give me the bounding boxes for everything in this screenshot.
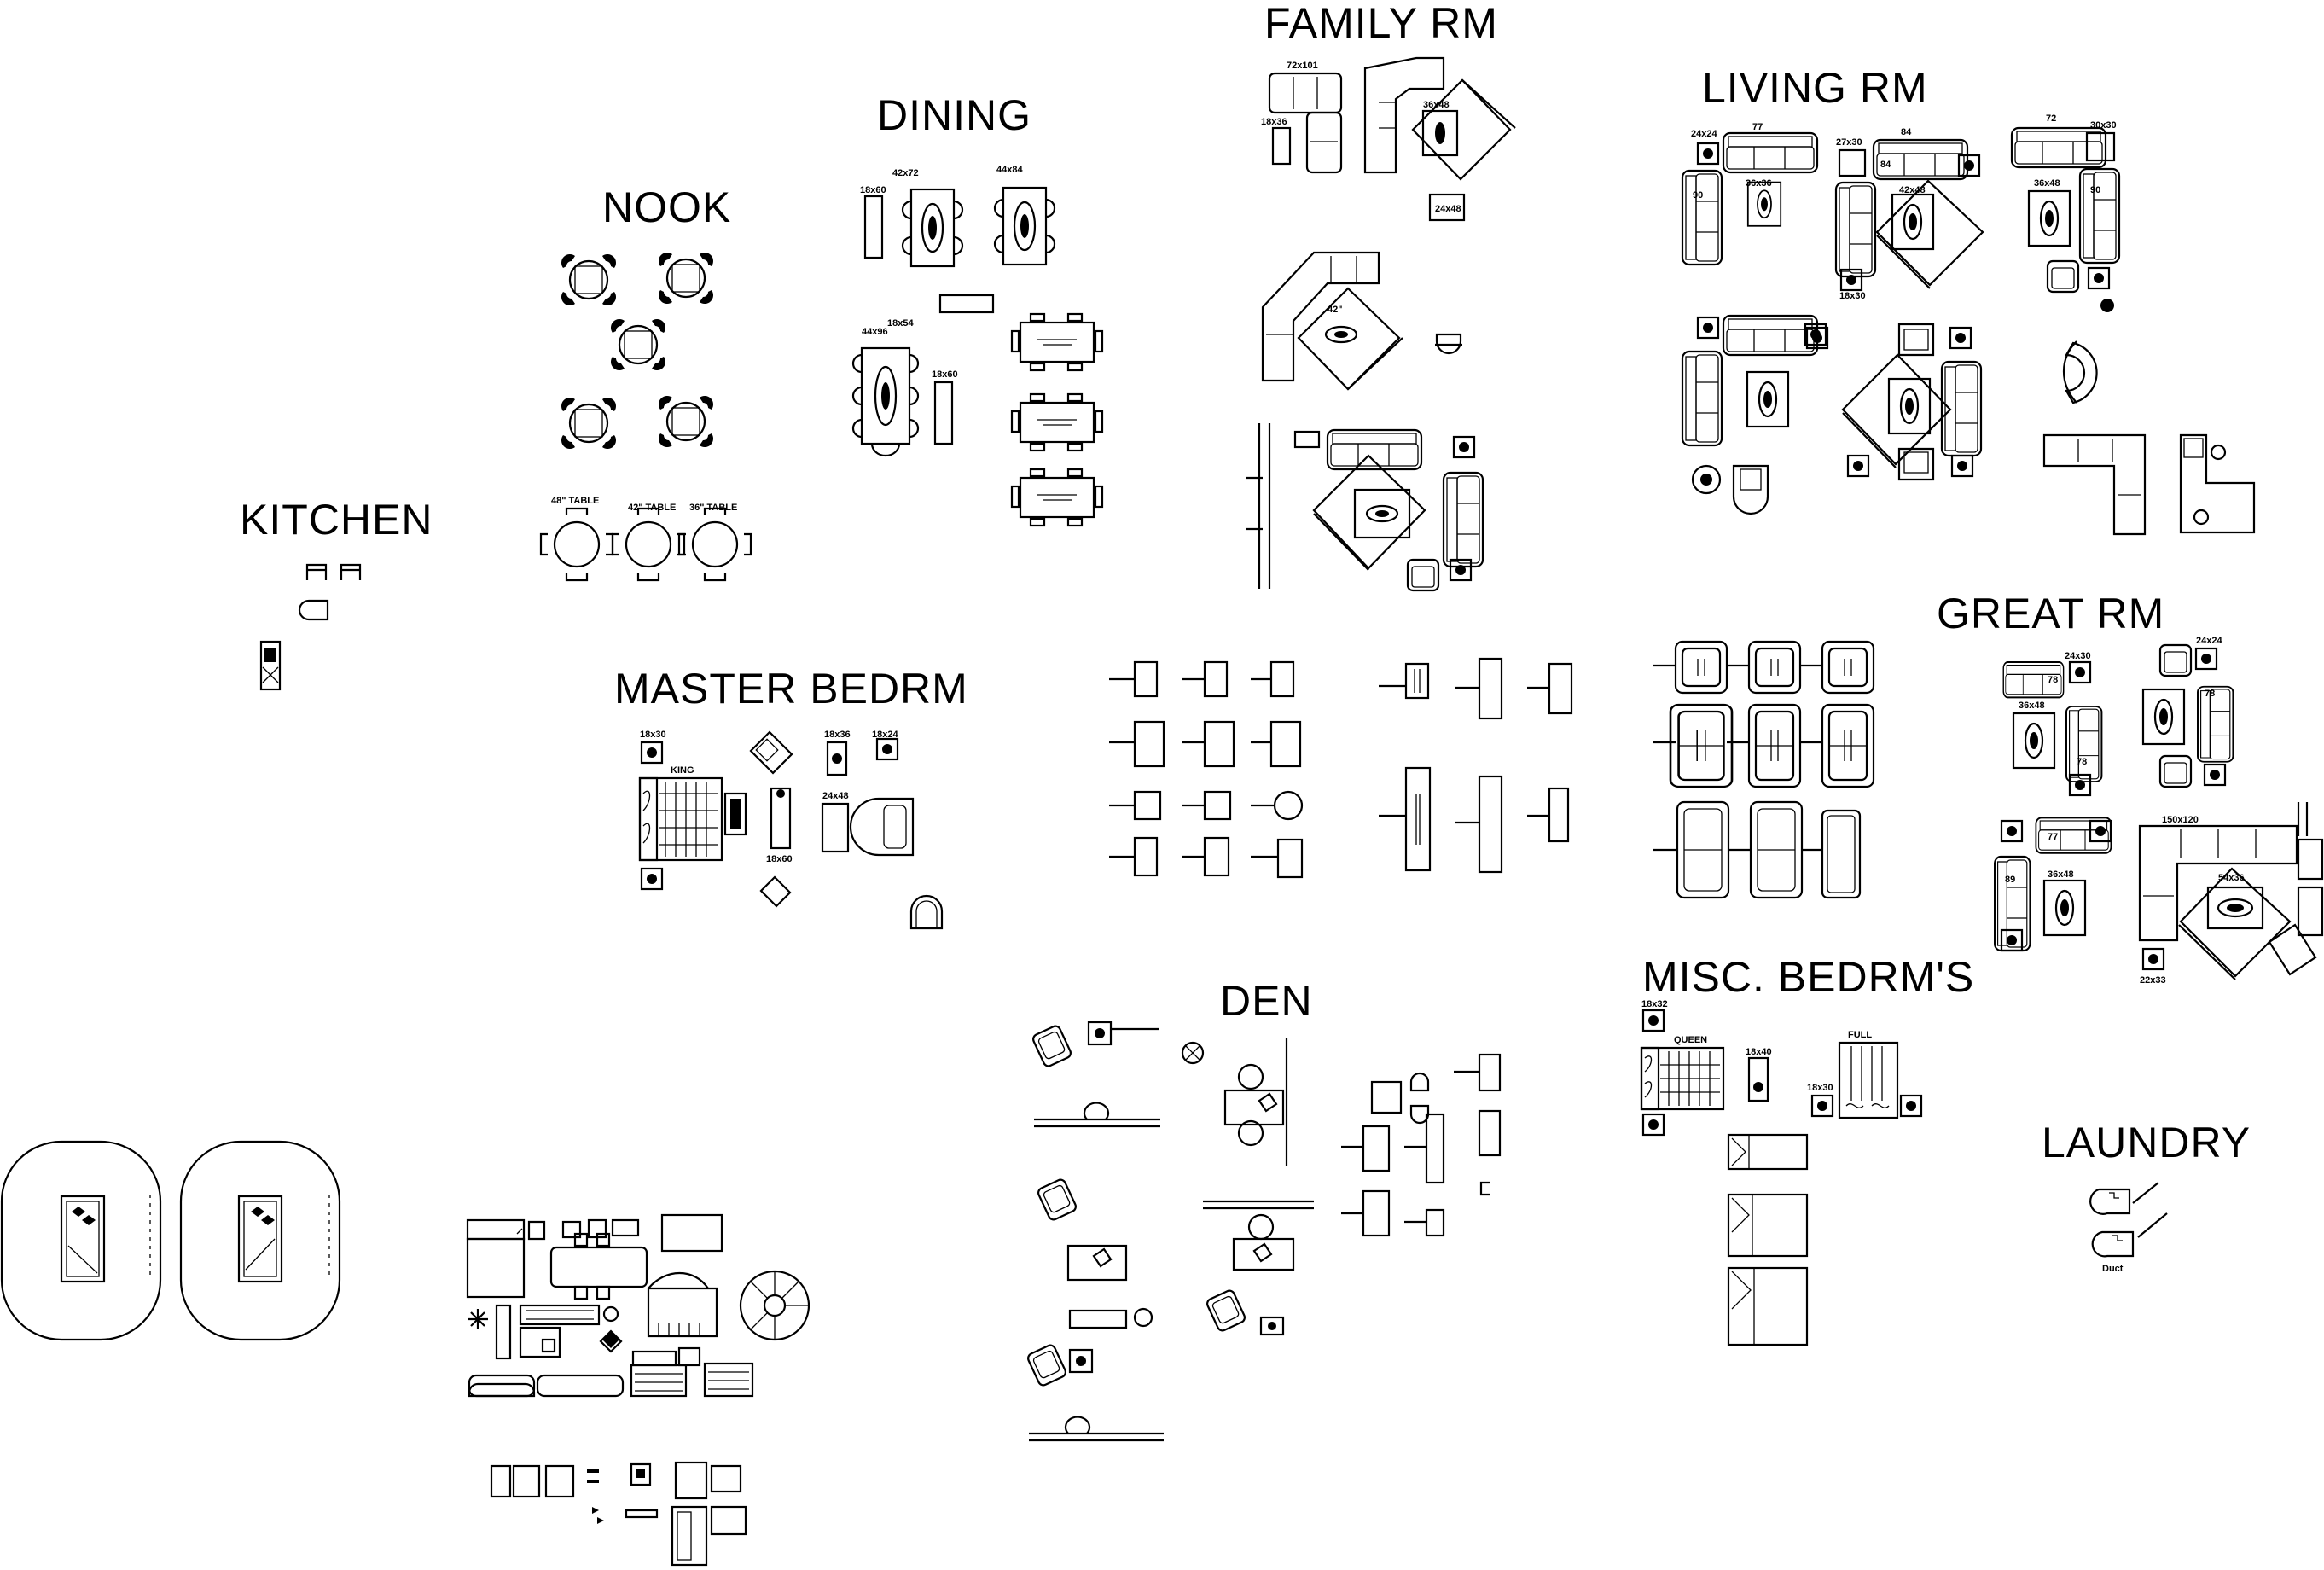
pool-table-blocks [0, 1140, 341, 1341]
den-blocks [1025, 1020, 1502, 1442]
label-36x48: 36x48 [1423, 100, 1450, 110]
label-18x40: 18x40 [1746, 1047, 1772, 1057]
dining-room-blocks: 18x60 42x72 44x84 18x54 44x96 18x60 [851, 165, 1104, 527]
label-18x60b: 18x60 [932, 369, 958, 380]
label-42x72: 42x72 [892, 168, 919, 178]
heading-kitchen: KITCHEN [240, 496, 433, 544]
master-bedroom-blocks: 18x30 KING 18x36 18x24 18x60 24x48 [638, 730, 944, 930]
misc-bedroom-blocks: 18x32 QUEEN 18x40 FULL 18x30 [1640, 999, 1923, 1346]
label-18x30: 18x30 [1839, 291, 1866, 301]
label-36x48a: 36x48 [2019, 701, 2045, 711]
heading-living-rm: LIVING RM [1702, 64, 1928, 112]
center-cabinet-blocks [1109, 640, 1875, 899]
label-90b: 90 [2090, 185, 2100, 195]
label-72: 72 [2046, 113, 2056, 124]
heading-laundry: LAUNDRY [2042, 1119, 2251, 1166]
label-queen: QUEEN [1674, 1035, 1707, 1045]
label-22x33: 22x33 [2140, 975, 2166, 986]
heading-dining: DINING [877, 91, 1031, 139]
label-72x101: 72x101 [1287, 61, 1318, 71]
label-24x48: 24x48 [822, 791, 849, 801]
label-27x30: 27x30 [1836, 137, 1862, 148]
heading-master-bedrm: MASTER BEDRM [614, 665, 968, 712]
label-36x48b: 36x48 [2048, 869, 2074, 880]
heading-family-rm: FAMILY RM [1264, 0, 1498, 47]
label-78b: 78 [2077, 757, 2087, 767]
label-18x24: 18x24 [872, 730, 898, 740]
label-84b: 84 [1880, 160, 1891, 170]
label-78c: 78 [2205, 689, 2215, 699]
label-44x96: 44x96 [862, 327, 888, 337]
label-18x36: 18x36 [1261, 117, 1287, 127]
label-24x24: 24x24 [2196, 636, 2222, 646]
label-78a: 78 [2048, 675, 2058, 685]
label-18x60: 18x60 [860, 185, 886, 195]
label-150x120: 150x120 [2162, 815, 2199, 825]
label-18x54: 18x54 [887, 318, 914, 329]
misc-symbol-blocks [466, 1213, 810, 1567]
label-36x48: 36x48 [2034, 178, 2060, 189]
label-84: 84 [1901, 127, 1912, 137]
living-room-blocks: 24x24 77 90 36x36 27x30 84 84 42x48 18x3… [1681, 113, 2256, 536]
label-42x48: 42x48 [1899, 185, 1926, 195]
heading-den: DEN [1220, 977, 1313, 1025]
heading-great-rm: GREAT RM [1937, 590, 2164, 637]
label-king: KING [671, 765, 694, 776]
label-24x24: 24x24 [1691, 129, 1717, 139]
heading-misc-bedrms: MISC. BEDRM'S [1642, 953, 1974, 1001]
laundry-blocks: Duct [2089, 1182, 2168, 1274]
nook-blocks: 48" TABLE 42" TABLE 36" TABLE [539, 251, 752, 582]
label-44x84: 44x84 [996, 165, 1023, 175]
kitchen-blocks [259, 563, 362, 691]
label-24x30: 24x30 [2065, 651, 2091, 661]
label-18x60: 18x60 [766, 854, 793, 864]
family-room-blocks: 72x101 18x36 36x48 24x48 42" [1246, 56, 1516, 592]
label-89: 89 [2005, 875, 2015, 885]
label-30x30: 30x30 [2090, 120, 2117, 131]
label-77: 77 [2048, 832, 2058, 842]
label-full: FULL [1848, 1030, 1872, 1040]
label-77: 77 [1752, 122, 1763, 132]
label-48-table: 48" TABLE [551, 496, 599, 506]
label-54x36: 54x36 [2218, 873, 2245, 883]
label-42-inch: 42" [1328, 305, 1342, 315]
label-18x32: 18x32 [1641, 999, 1668, 1009]
heading-nook: NOOK [602, 183, 731, 231]
label-18x30: 18x30 [640, 730, 666, 740]
label-duct: Duct [2102, 1264, 2124, 1274]
label-18x30: 18x30 [1807, 1083, 1833, 1093]
label-90: 90 [1693, 190, 1703, 201]
great-room-blocks: 24x30 78 36x48 78 24x24 78 77 89 36x48 1… [1993, 636, 2324, 986]
label-24x48: 24x48 [1435, 204, 1461, 214]
label-18x36: 18x36 [824, 730, 851, 740]
label-36x36: 36x36 [1746, 178, 1772, 189]
